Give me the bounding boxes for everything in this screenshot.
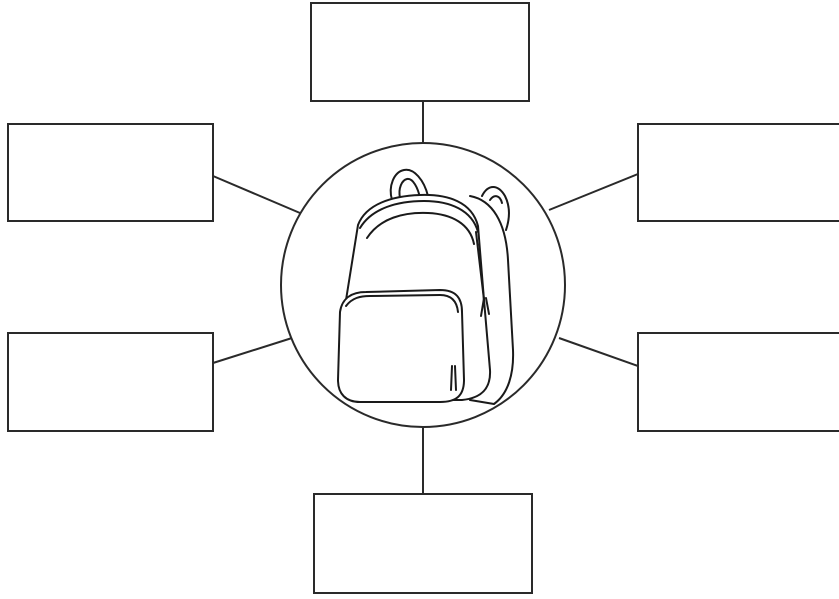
connector-upper-right	[548, 173, 639, 211]
answer-box-top[interactable]	[310, 2, 530, 102]
connector-upper-left	[212, 175, 301, 214]
backpack-illustration	[337, 168, 515, 405]
answer-box-lower-left[interactable]	[7, 332, 214, 432]
answer-box-upper-right[interactable]	[637, 123, 839, 222]
answer-box-bottom[interactable]	[313, 493, 533, 594]
connector-lower-left	[212, 337, 293, 364]
answer-box-upper-left[interactable]	[7, 123, 214, 222]
answer-box-lower-right[interactable]	[637, 332, 839, 432]
connector-lower-right	[558, 337, 639, 367]
